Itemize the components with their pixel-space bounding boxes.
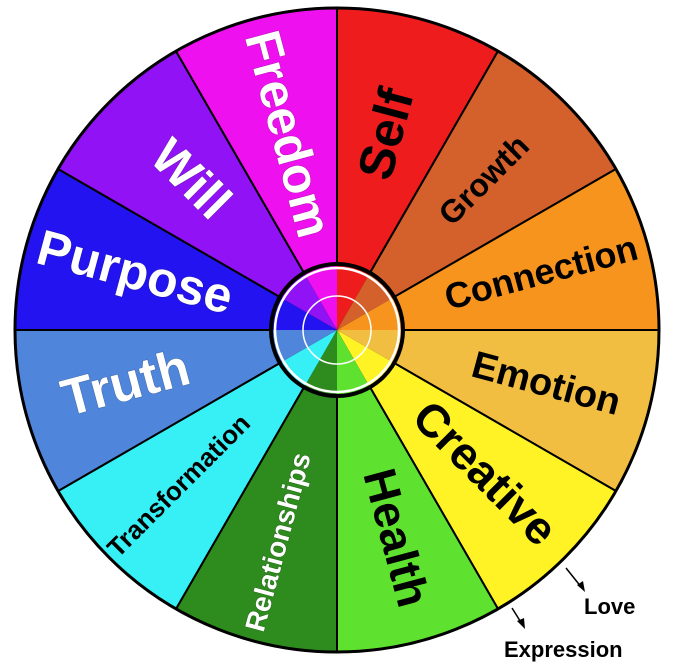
hub-slice-freedom [304,266,337,330]
hub-outer-highlight [273,266,401,394]
hub-slice-transformation [279,330,337,377]
hub-slice-truth [273,330,337,363]
hub-slice-growth [337,272,384,330]
hub-slice-connection [337,297,401,330]
annotation-expression-label: Expression [504,637,623,662]
hub-slice-creative [337,330,395,377]
hub-outer-ring [269,262,405,398]
hub-slice-health [337,330,370,394]
hub-slice-creative [337,330,384,388]
hub-slice-self [337,266,370,330]
annotation-love-label: Love [584,594,635,619]
center-hub [269,262,405,398]
hub-slice-transformation [290,330,337,388]
annotation-love: Love [565,567,635,619]
hub-slice-purpose [273,297,337,330]
segments-layer [13,6,661,654]
annotation-expression: Expression [504,607,623,662]
wheel-outer-ring [13,6,661,654]
hub-slice-will [290,272,337,330]
hub-inner-ring [302,295,372,365]
hub-slice-relationships [304,330,337,394]
hub-slice-will [279,283,337,330]
hub-slice-growth [337,283,395,330]
hub-slice-emotion [337,330,401,363]
